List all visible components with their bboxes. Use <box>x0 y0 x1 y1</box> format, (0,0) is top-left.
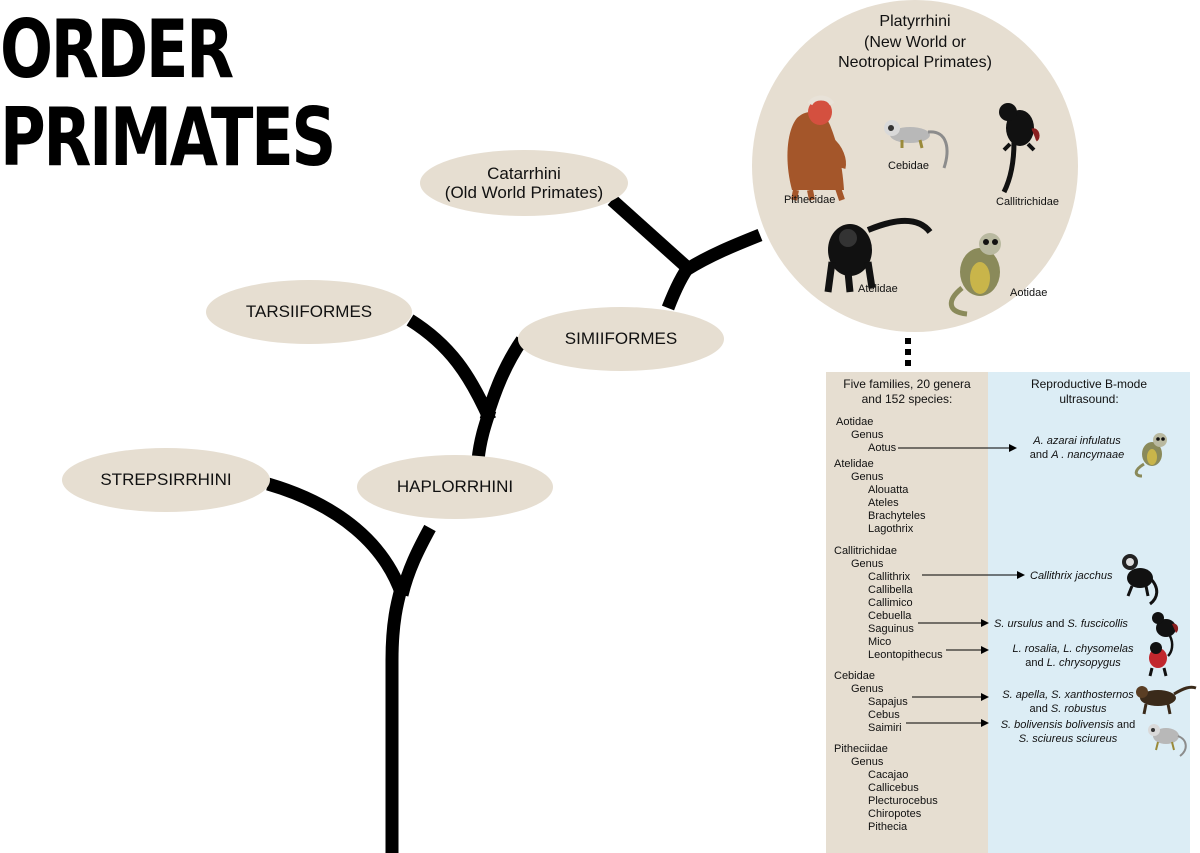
genus-callicebus: Callicebus <box>868 782 919 794</box>
title-order: ORDER <box>0 3 234 96</box>
family-cebidae-text: Cebidae <box>834 670 875 682</box>
taxonomy-heading-line1: Five families, 20 genera <box>843 377 971 391</box>
species-sapajus-1: S. apella, S. xanthosternos <box>1002 689 1134 701</box>
genus-callithrix: Callithrix <box>868 571 911 583</box>
genus-label: Genus <box>851 471 884 483</box>
genus-label: Genus <box>851 683 884 695</box>
family-callitrichidae: Callitrichidae <box>996 196 1059 208</box>
species-aotus-1: A. azarai infulatus <box>1033 435 1121 447</box>
genus-callibella: Callibella <box>868 584 913 596</box>
simiiformes-label: SIMIIFORMES <box>564 329 678 348</box>
trunk-branch <box>385 583 409 853</box>
ultrasound-heading-line2: ultrasound: <box>1059 392 1119 406</box>
taxonomy-heading-line2: and 152 species: <box>861 392 953 406</box>
family-callitrichidae-text: Callitrichidae <box>834 545 897 557</box>
strepsirrhini-branch <box>266 477 409 598</box>
genus-chiropotes: Chiropotes <box>868 808 922 820</box>
species-saguinus-2: S. fuscicollis <box>1067 618 1128 630</box>
genus-sapajus: Sapajus <box>868 696 908 708</box>
species-leonto-2: L. chrysopygus <box>1046 657 1121 669</box>
haplorrhini-label: HAPLORRHINI <box>396 477 514 496</box>
catarrhini-label: Catarrhini <box>487 164 561 183</box>
genus-label: Genus <box>851 756 884 768</box>
genus-label: Genus <box>851 558 884 570</box>
platyrrhini-title: Platyrrhini <box>879 13 951 30</box>
haplorrhini-branch <box>395 524 436 597</box>
species-saimiri-1: S. bolivensis bolivensis <box>1000 719 1114 731</box>
species-callithrix-name: Callithrix jacchus <box>1030 570 1113 582</box>
title-primates: PRIMATES <box>0 91 336 184</box>
species-aotus-2: A . nancymaae <box>1051 449 1125 461</box>
node-haplorrhini: HAPLORRHINI <box>357 455 553 519</box>
cebidae-monkey-icon <box>884 120 949 169</box>
species-leontopithecus: L. rosalia, L. chysomelas and L. chrysop… <box>994 642 1152 670</box>
genus-saimiri: Saimiri <box>868 722 902 734</box>
genus-leontopithecus: Leontopithecus <box>868 649 943 661</box>
family-aotidae-text: Aotidae <box>836 416 874 428</box>
genus-lagothrix: Lagothrix <box>868 523 914 535</box>
family-aotidae: Aotidae <box>1010 287 1048 299</box>
genus-cebus: Cebus <box>868 709 900 721</box>
genus-label: Genus <box>851 429 884 441</box>
ultrasound-heading: Reproductive B-mode ultrasound: <box>988 377 1190 407</box>
genus-mico: Mico <box>868 636 892 648</box>
taxonomy-panel <box>826 372 988 853</box>
platyrrhini-branch <box>682 228 763 276</box>
family-pitheciidae-text: Pitheciidae <box>834 743 888 755</box>
family-pithecidae: Pithecidae <box>784 194 836 206</box>
atelidae-monkey-icon <box>824 217 933 293</box>
species-saimiri: S. bolivensis bolivensis and S. sciureus… <box>992 718 1144 746</box>
strepsirrhini-label: STREPSIRRHINI <box>100 470 232 489</box>
tarsiiformes-branch <box>406 314 496 423</box>
genus-ateles: Ateles <box>868 497 899 509</box>
platyrrhini-subtitle-1: (New World or <box>864 34 966 51</box>
species-saguinus-1: S. ursulus <box>994 618 1043 630</box>
species-saguinus-and: and <box>1042 618 1068 630</box>
family-atelidae-text: Atelidae <box>834 458 874 470</box>
aotidae-monkey-icon <box>948 233 1001 317</box>
genus-pithecia: Pithecia <box>868 821 908 833</box>
catarrhini-sublabel: (Old World Primates) <box>444 183 604 202</box>
genus-brachyteles: Brachyteles <box>868 510 926 522</box>
taxonomy-heading: Five families, 20 genera and 152 species… <box>826 377 988 407</box>
species-aotus: A. azarai infulatus and A . nancymaae <box>1022 434 1132 462</box>
genus-cebuella: Cebuella <box>868 610 912 622</box>
platyrrhini-illustrations <box>787 95 1040 317</box>
family-atelidae: Atelidae <box>858 283 898 295</box>
species-saimiri-2: S. sciureus sciureus <box>1018 733 1118 745</box>
pithecidae-monkey-icon <box>787 95 846 201</box>
platyrrhini-subtitle-2: Neotropical Primates) <box>838 54 992 71</box>
species-callithrix: Callithrix jacchus <box>1030 569 1113 583</box>
genus-callimico: Callimico <box>868 597 913 609</box>
genus-aotus: Aotus <box>868 442 897 454</box>
genus-cacajao: Cacajao <box>868 769 909 781</box>
node-tarsiiformes: TARSIIFORMES <box>206 280 412 344</box>
ultrasound-heading-line1: Reproductive B-mode <box>1030 377 1148 391</box>
family-cebidae: Cebidae <box>888 160 929 172</box>
node-catarrhini: Catarrhini (Old World Primates) <box>420 150 628 216</box>
node-strepsirrhini: STREPSIRRHINI <box>62 448 270 512</box>
species-sapajus-and: and <box>1029 703 1051 715</box>
genus-saguinus: Saguinus <box>868 623 914 635</box>
genus-plecturocebus: Plecturocebus <box>868 795 938 807</box>
species-sapajus: S. apella, S. xanthosternos and S. robus… <box>994 688 1142 716</box>
species-leonto-1: L. rosalia, L. chysomelas <box>1012 643 1134 655</box>
node-platyrrhini: Platyrrhini (New World or Neotropical Pr… <box>752 0 1078 332</box>
species-sapajus-2: S. robustus <box>1050 703 1107 715</box>
node-simiiformes: SIMIIFORMES <box>518 307 724 371</box>
species-aotus-and: and <box>1029 449 1052 461</box>
species-saguinus: S. ursulus and S. fuscicollis <box>994 617 1128 631</box>
genus-alouatta: Alouatta <box>868 484 909 496</box>
callitrichidae-monkey-icon <box>999 103 1040 194</box>
species-saimiri-and: and <box>1113 719 1136 731</box>
catarrhini-branch <box>607 195 695 275</box>
species-leonto-and: and <box>1025 657 1047 669</box>
tarsiiformes-label: TARSIIFORMES <box>245 302 373 321</box>
simiiformes-branch <box>479 336 528 422</box>
